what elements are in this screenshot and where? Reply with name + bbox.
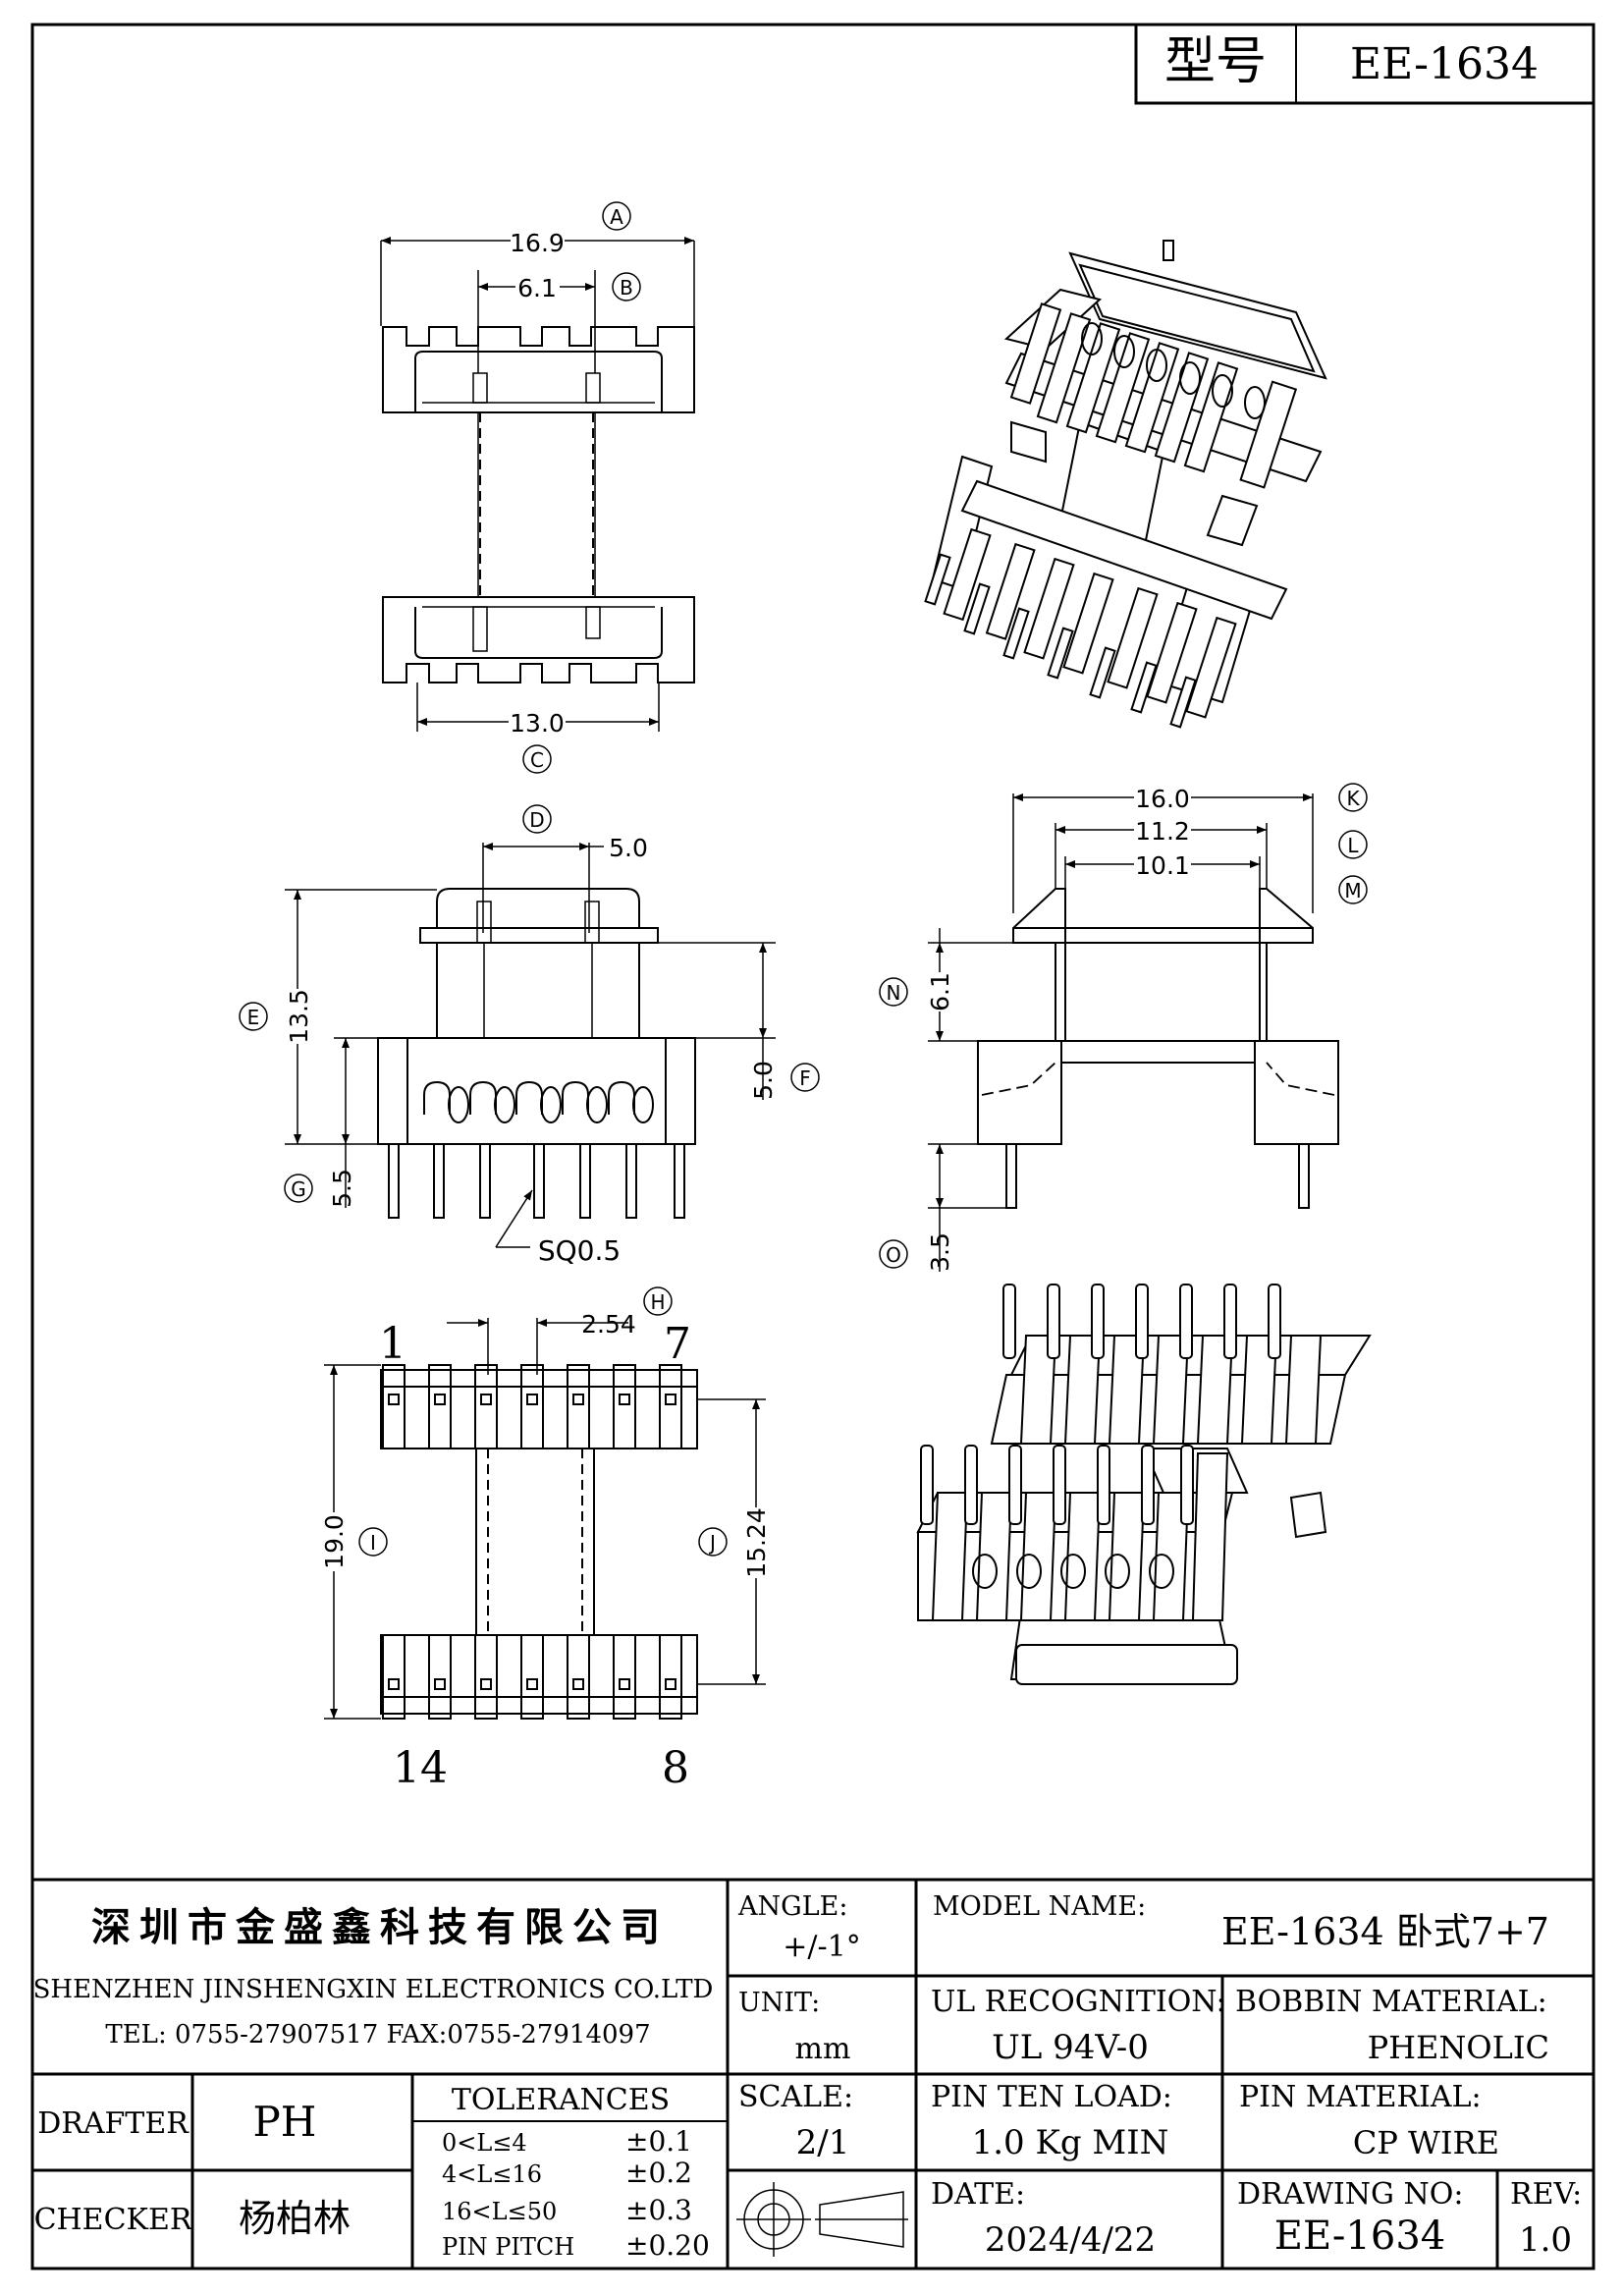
marker-K: K [1346,787,1360,810]
model-header: 型号 EE-1634 [1134,23,1596,105]
dim-width-outer-label: 16.0 [1135,785,1190,813]
marker-D: D [529,808,544,832]
tolerance-value: ±0.20 [625,2229,710,2262]
rev-label: REV: [1510,2177,1582,2212]
company-name-cn: 深圳市金盛鑫科技有限公司 [91,1904,669,1950]
tolerance-table: 0<L≤4 ±0.1 4<L≤16 ±0.2 16<L≤50 ±0.3 PIN … [442,2125,710,2262]
drawing-no-label: DRAWING NO: [1237,2177,1463,2212]
scale-value: 2/1 [796,2123,850,2162]
pin-label-14: 14 [393,1743,448,1793]
date-value: 2024/4/22 [985,2220,1156,2260]
pin-load-value: 1.0 Kg MIN [972,2123,1169,2162]
bobbin-material-value: PHENOLIC [1368,2029,1549,2066]
dim-height-label: 13.5 [285,989,313,1044]
marker-I: I [370,1531,376,1555]
dim-pin-pitch-label: 2.54 [581,1310,636,1339]
marker-L: L [1347,834,1359,857]
model-label: 型号 [1164,32,1267,91]
unit-value: mm [795,2032,851,2066]
dim-width-inner-label: 10.1 [1135,851,1190,880]
pin-label-7: 7 [664,1319,691,1369]
tolerance-value: ±0.1 [625,2125,692,2158]
angle-label: ANGLE: [737,1891,847,1922]
rev-value: 1.0 [1519,2220,1572,2260]
checker-label: CHECKER [34,2203,193,2237]
model-name-value: EE-1634 卧式7+7 [1221,1910,1549,1953]
sheet-border [30,23,1596,2270]
end-view: 16.0 11.2 10.1 K L M [879,783,1368,1272]
marker-O: O [886,1243,901,1267]
top-view: 16.9 A 6.1 B 13.0 C [380,201,695,774]
angle-value: +/-1° [783,1930,860,1964]
dim-flange-height-label: 6.1 [926,972,954,1011]
dim-pin-length-label: 3.5 [926,1232,954,1272]
pin-label-1: 1 [379,1319,406,1369]
marker-E: E [247,1006,260,1029]
tolerance-range: 4<L≤16 [442,2160,542,2188]
side-view: 5.0 D [239,804,820,1267]
marker-G: G [291,1177,306,1201]
marker-B: B [620,276,633,300]
marker-F: F [799,1066,811,1090]
dim-pin-span-label: 13.0 [510,709,565,738]
marker-H: H [650,1290,665,1314]
drafter-value: PH [253,2098,317,2146]
drawing-no-value: EE-1634 [1274,2214,1445,2259]
dim-base-height-label: 5.5 [328,1169,356,1208]
dim-upper-height-label: 5.0 [749,1061,778,1100]
marker-C: C [530,748,544,772]
ul-label: UL RECOGNITION: [931,1985,1226,2019]
model-value: EE-1634 [1350,39,1539,89]
pin-note: SQ0.5 [538,1234,621,1267]
pin-material-value: CP WIRE [1353,2124,1499,2161]
unit-label: UNIT: [738,1988,820,2018]
marker-M: M [1344,879,1361,902]
dim-length-label: 19.0 [320,1514,349,1569]
bobbin-material-label: BOBBIN MATERIAL: [1235,1985,1547,2019]
isometric-view-bottom [916,1284,1372,1685]
pin-load-label: PIN TEN LOAD: [931,2080,1172,2114]
tolerances-label: TOLERANCES [452,2083,670,2117]
pin-label-8: 8 [662,1743,689,1793]
ul-value: UL 94V-0 [992,2028,1149,2067]
company-name-en: SHENZHEN JINSHENGXIN ELECTRONICS CO.LTD [33,1975,714,2004]
company-block: 深圳市金盛鑫科技有限公司 SHENZHEN JINSHENGXIN ELECTR… [33,1904,714,2050]
dim-row-spacing-label: 15.24 [742,1507,771,1578]
dim-top-width-label: 5.0 [609,834,648,862]
tolerance-value: ±0.3 [625,2194,692,2226]
marker-N: N [887,981,901,1005]
scale-label: SCALE: [738,2080,853,2114]
model-name-label: MODEL NAME: [933,1891,1146,1922]
tolerance-range: 0<L≤4 [442,2129,527,2157]
dim-width-mid-label: 11.2 [1135,817,1190,846]
projection-symbol-icon [736,2182,908,2257]
drafter-label: DRAFTER [37,2106,189,2141]
date-label: DATE: [931,2177,1025,2212]
title-block [32,1878,1594,2269]
company-contact: TEL: 0755-27907517 FAX:0755-27914097 [105,2020,650,2050]
isometric-view-top [924,240,1327,729]
bottom-view: 1 7 2.54 H [320,1286,771,1793]
marker-J: J [708,1531,716,1555]
tolerance-range: PIN PITCH [442,2233,574,2261]
marker-A: A [610,205,623,229]
checker-value: 杨柏林 [239,2197,351,2240]
tolerance-range: 16<L≤50 [442,2198,557,2225]
dim-overall-width-label: 16.9 [510,229,565,257]
dim-spacing-label: 6.1 [517,274,557,302]
tolerance-value: ±0.2 [625,2157,692,2189]
pin-material-label: PIN MATERIAL: [1239,2080,1482,2114]
